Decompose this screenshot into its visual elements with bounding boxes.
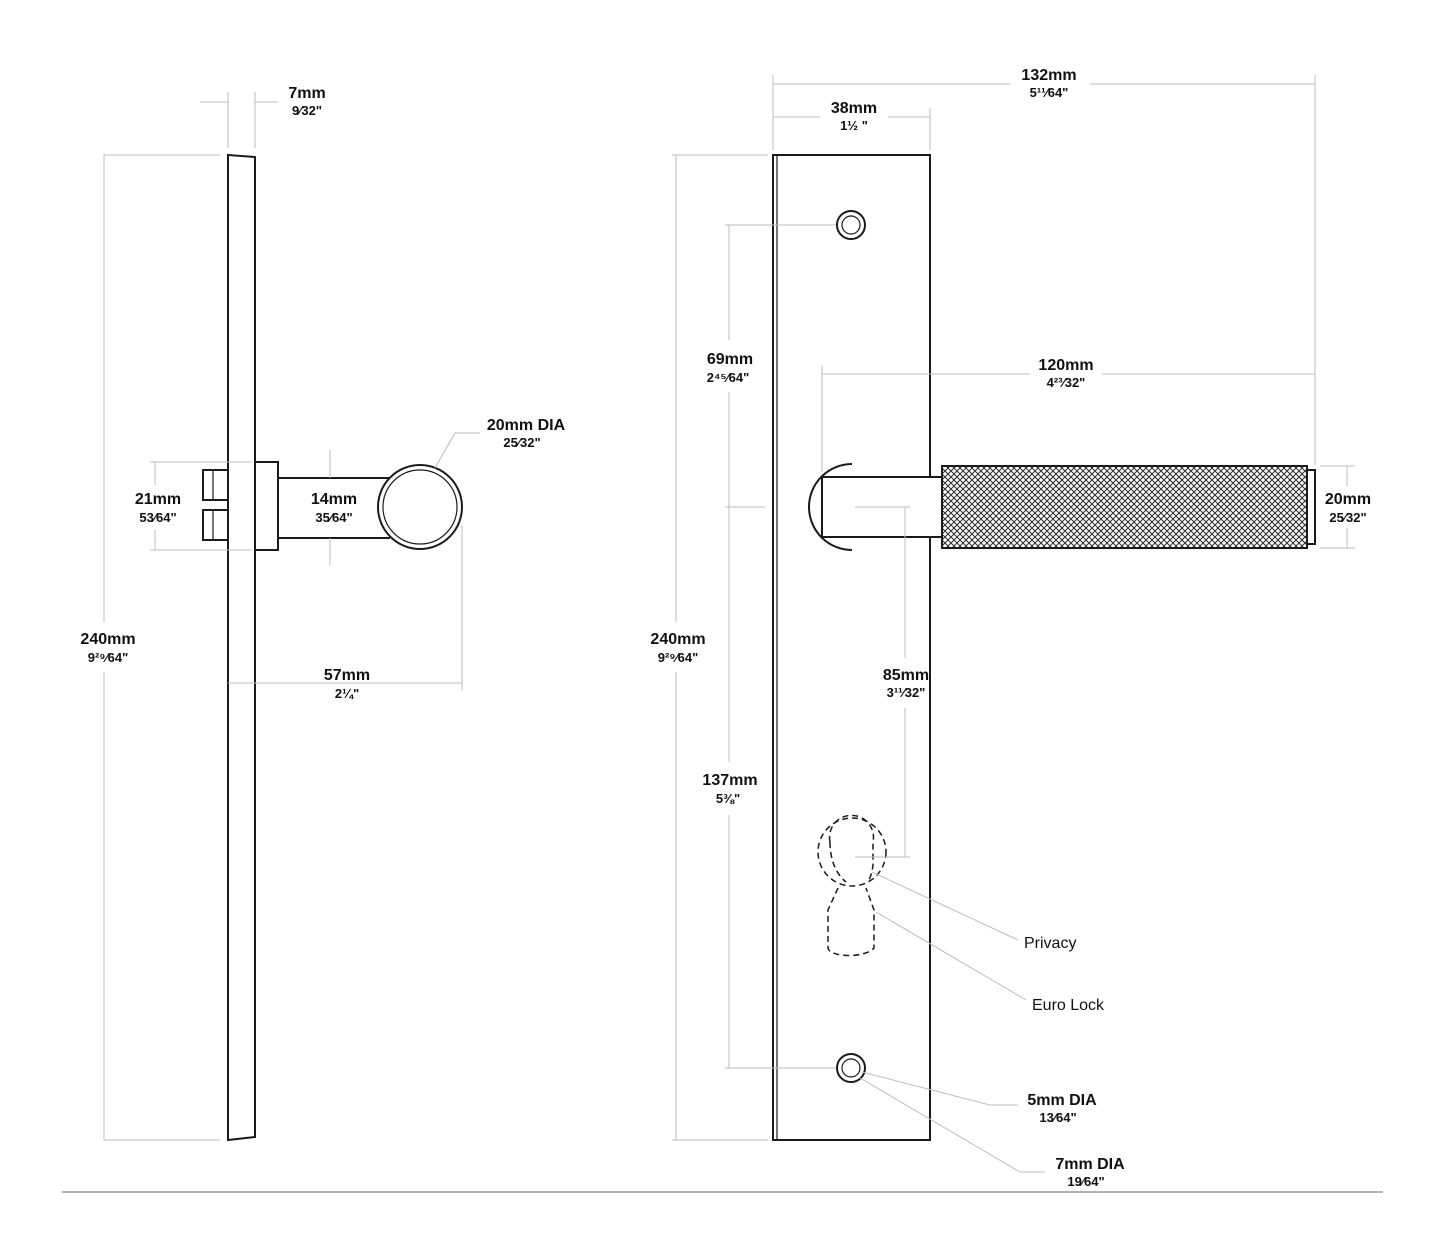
side-height-in: 9²⁹⁄64": [88, 650, 129, 665]
callout-hole-small: 5mm DIA 13⁄64": [861, 1071, 1097, 1125]
front-hole-small-mm: 5mm DIA: [1027, 1092, 1097, 1109]
front-lever-diameter-in: 25⁄32": [1329, 510, 1366, 525]
side-rose: [254, 461, 279, 551]
dim-front-lever-diameter: 20mm 25⁄32": [1320, 465, 1371, 549]
front-lever-length-mm: 120mm: [1038, 357, 1093, 374]
side-plate: [227, 153, 256, 1142]
dim-front-overall-width: 132mm 5¹¹⁄64": [772, 67, 1316, 465]
side-projection-in: 2¼": [335, 686, 359, 701]
front-lever-diameter-mm: 20mm: [1325, 491, 1371, 508]
front-overall-width-mm: 132mm: [1021, 67, 1076, 84]
front-euro-lock-label: Euro Lock: [1032, 997, 1105, 1014]
front-backplate: [772, 154, 931, 1141]
front-hole-large-mm: 7mm DIA: [1055, 1156, 1125, 1173]
side-thickness-mm: 7mm: [288, 85, 325, 102]
callout-euro-lock: Euro Lock: [875, 911, 1105, 1014]
front-lever-to-screw-in: 5⅜": [716, 791, 740, 806]
side-projection-mm: 57mm: [324, 667, 370, 684]
side-grip-in: 25⁄32": [503, 435, 540, 450]
side-height-mm: 240mm: [80, 631, 135, 648]
side-rose-mm: 21mm: [135, 491, 181, 508]
front-backset-mm: 85mm: [883, 667, 929, 684]
callout-privacy: Privacy: [871, 871, 1076, 952]
side-neck-mm: 14mm: [311, 491, 357, 508]
dim-front-plate-width: 38mm 1½ ": [773, 100, 931, 150]
front-privacy-label: Privacy: [1024, 935, 1076, 952]
front-privacy-hole: [817, 817, 887, 887]
front-screw-hole-top: [836, 210, 866, 240]
dim-front-backset: 85mm 3¹¹⁄32": [855, 506, 929, 858]
front-lever-knurled: [941, 465, 1308, 549]
front-overall-width-in: 5¹¹⁄64": [1030, 85, 1069, 100]
front-hole-small-in: 13⁄64": [1039, 1110, 1076, 1125]
side-thickness-in: 9⁄32": [292, 103, 322, 118]
front-screw-to-lever-in: 2⁴⁵⁄64": [707, 370, 750, 385]
dim-front-hole-spacing: 69mm 2⁴⁵⁄64" 137mm 5⅜": [702, 224, 836, 1069]
front-screw-to-lever-mm: 69mm: [707, 351, 753, 368]
dim-side-rose: 21mm 53⁄64": [135, 461, 252, 551]
front-hole-large-in: 19⁄64": [1067, 1174, 1104, 1189]
front-lever-length-in: 4²³⁄32": [1047, 375, 1086, 390]
front-lever-endcap: [1306, 469, 1316, 545]
side-spindle: [202, 469, 229, 541]
front-view: 132mm 5¹¹⁄64" 38mm 1½ " 240mm 9²⁹⁄64": [650, 67, 1371, 1189]
side-view: 7mm 9⁄32" 240mm 9²⁹⁄64" 21mm 53⁄64" 14mm: [80, 85, 566, 1142]
front-height-mm: 240mm: [650, 631, 705, 648]
side-grip-mm: 20mm DIA: [487, 417, 566, 434]
callout-side-grip: 20mm DIA 25⁄32": [434, 417, 566, 469]
front-plate-width-mm: 38mm: [831, 100, 877, 117]
side-rose-in: 53⁄64": [139, 510, 176, 525]
front-height-in: 9²⁹⁄64": [658, 650, 699, 665]
front-lever-to-screw-mm: 137mm: [702, 772, 757, 789]
front-euro-lock-outline: [827, 814, 875, 957]
dim-side-thickness: 7mm 9⁄32": [200, 85, 326, 148]
callout-hole-large: 7mm DIA 19⁄64": [859, 1077, 1125, 1189]
dim-side-height: 240mm 9²⁹⁄64": [80, 154, 220, 1141]
dim-side-neck: 14mm 35⁄64": [311, 450, 357, 565]
side-neck-in: 35⁄64": [315, 510, 352, 525]
front-backset-in: 3¹¹⁄32": [887, 685, 926, 700]
dim-front-lever-length: 120mm 4²³⁄32": [821, 357, 1315, 472]
dim-front-height: 240mm 9²⁹⁄64": [650, 154, 768, 1141]
side-grip-circle: [377, 464, 463, 550]
dim-side-projection: 57mm 2¼": [228, 525, 463, 701]
front-plate-width-in: 1½ ": [840, 118, 868, 133]
front-screw-hole-bottom: [836, 1053, 866, 1083]
